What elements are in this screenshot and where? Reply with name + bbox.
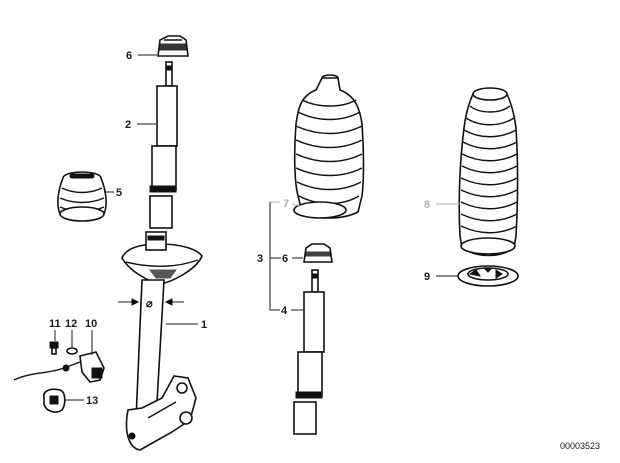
callout-10: 10	[85, 318, 97, 330]
part-11-screw	[49, 341, 59, 355]
callout-11: 11	[49, 318, 61, 330]
callout-13: 13	[86, 395, 98, 407]
callout-12: 12	[65, 318, 77, 330]
part-6-mount-cap-middle	[303, 243, 333, 263]
part-7-dust-boot	[293, 74, 365, 219]
group-3-bracket	[269, 201, 281, 311]
part-13-clip	[42, 388, 66, 413]
part-12-washer	[66, 347, 78, 355]
part-6-mount-cap	[157, 35, 189, 57]
callout-7: 7	[283, 198, 289, 210]
diameter-symbol: ⌀	[146, 298, 153, 310]
part-9-spring-pad	[457, 265, 519, 287]
part-5-bump-stop	[57, 171, 107, 222]
callout-1: 1	[201, 319, 207, 331]
part-8-protective-boot	[458, 87, 519, 257]
document-number: 00003523	[560, 441, 600, 451]
callout-5: 5	[116, 187, 122, 199]
callout-8: 8	[424, 199, 430, 211]
part-2-shock-absorber	[149, 61, 178, 229]
callout-4: 4	[281, 305, 288, 317]
diameter-dimension: ⌀	[118, 298, 184, 310]
callout-6-middle: 6	[282, 253, 288, 265]
part-1-strut-housing	[121, 231, 203, 451]
callout-6-top: 6	[126, 50, 132, 62]
part-4-shock-absorber	[293, 269, 325, 435]
leader-7	[291, 203, 301, 207]
callout-9: 9	[424, 271, 430, 283]
callout-3: 3	[257, 253, 263, 265]
callout-2: 2	[125, 119, 131, 131]
part-10-sensor	[13, 351, 105, 383]
